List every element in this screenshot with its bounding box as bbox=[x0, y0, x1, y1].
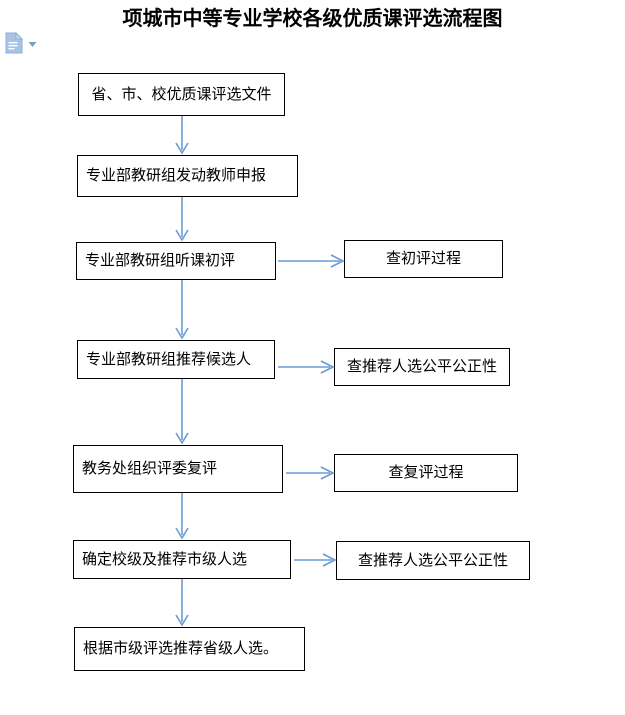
flow-node-label: 专业部教研组推荐候选人 bbox=[86, 350, 252, 368]
flow-node-n2[interactable]: 专业部教研组发动教师申报 bbox=[77, 155, 298, 197]
arrowhead-n5-n6 bbox=[175, 527, 189, 540]
document-icon[interactable] bbox=[4, 32, 24, 54]
chevron-down-icon[interactable] bbox=[28, 40, 37, 49]
flow-node-n1[interactable]: 省、市、校优质课评选文件 bbox=[78, 73, 285, 116]
flow-node-label: 专业部教研组发动教师申报 bbox=[86, 167, 267, 184]
arrowhead-n1-n2 bbox=[175, 142, 189, 155]
arrowhead-n3-s1 bbox=[330, 254, 345, 268]
flow-node-label: 确定校级及推荐市级人选 bbox=[82, 550, 248, 568]
arrowhead-n6-s4 bbox=[322, 553, 337, 567]
flow-side-node-s1[interactable]: 查初评过程 bbox=[344, 240, 503, 278]
flow-side-node-s3[interactable]: 查复评过程 bbox=[334, 454, 518, 492]
arrowhead-n3-n4 bbox=[175, 327, 189, 340]
arrowhead-n4-n5 bbox=[175, 432, 189, 445]
flow-node-n6[interactable]: 确定校级及推荐市级人选 bbox=[73, 540, 291, 579]
flow-side-node-s2[interactable]: 查推荐人选公平公正性 bbox=[334, 348, 510, 386]
arrowhead-n5-s3 bbox=[320, 466, 335, 480]
page-title: 项城市中等专业学校各级优质课评选流程图 bbox=[122, 8, 503, 30]
flow-side-node-s4[interactable]: 查推荐人选公平公正性 bbox=[336, 541, 530, 580]
flow-node-label: 教务处组织评委复评 bbox=[82, 460, 218, 477]
flow-node-n4[interactable]: 专业部教研组推荐候选人 bbox=[77, 340, 275, 379]
flow-side-node-label: 查初评过程 bbox=[385, 250, 461, 267]
arrowhead-n6-n7 bbox=[175, 614, 189, 627]
flow-node-label: 专业部教研组听课初评 bbox=[85, 252, 236, 269]
flow-node-n3[interactable]: 专业部教研组听课初评 bbox=[76, 242, 276, 280]
arrowhead-n4-s2 bbox=[320, 360, 335, 374]
flow-node-label: 根据市级评选推荐省级人选。 bbox=[83, 640, 279, 657]
flow-side-node-label: 查推荐人选公平公正性 bbox=[346, 358, 497, 375]
flow-side-node-label: 查复评过程 bbox=[388, 464, 464, 481]
paste-options-control[interactable] bbox=[4, 32, 44, 56]
flow-node-n5[interactable]: 教务处组织评委复评 bbox=[73, 445, 283, 493]
arrowhead-n2-n3 bbox=[175, 229, 189, 242]
flow-node-label: 省、市、校优质课评选文件 bbox=[91, 85, 272, 103]
flow-node-n7[interactable]: 根据市级评选推荐省级人选。 bbox=[74, 627, 305, 671]
flow-side-node-label: 查推荐人选公平公正性 bbox=[357, 551, 508, 569]
